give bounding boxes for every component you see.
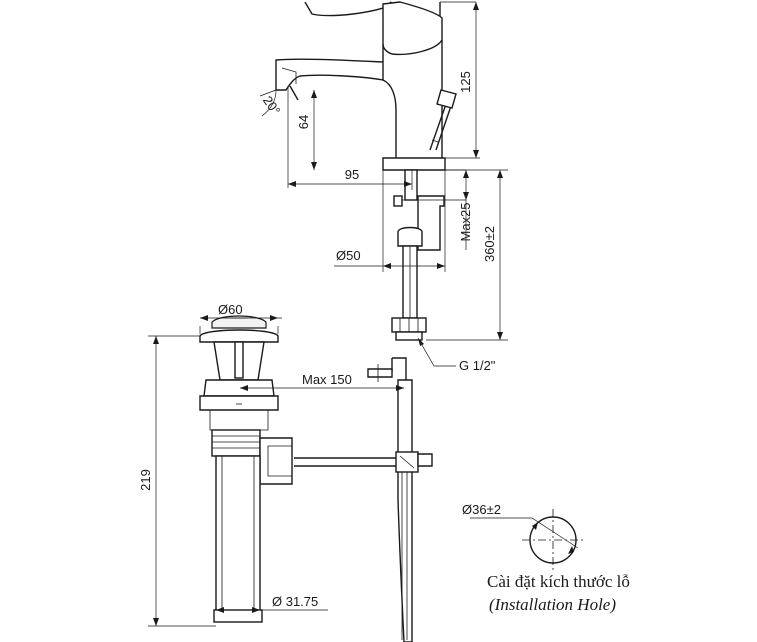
dim-spout-height: 125 <box>458 71 473 93</box>
dim-drain-height: 219 <box>138 469 153 491</box>
dim-rod-length: Max 150 <box>302 372 352 387</box>
dim-max-deck-thickness: Max25 <box>458 202 473 241</box>
caption-vietnamese: Cài đặt kích thước lỗ <box>487 572 630 591</box>
dim-hole-diameter: Ø36±2 <box>462 502 501 517</box>
faucet-body <box>275 1 457 171</box>
dim-base-diameter: Ø50 <box>336 248 361 263</box>
popup-rod <box>294 357 433 642</box>
underdeck-fittings <box>391 169 445 341</box>
dim-hose-length: 360±2 <box>482 226 497 262</box>
dim-spout-angle: 20° <box>260 93 284 118</box>
drain-assembly <box>199 315 293 623</box>
dim-drain-top-diameter: Ø60 <box>218 302 243 317</box>
dim-spout-reach: 95 <box>345 167 359 182</box>
dim-hose-connection: G 1/2" <box>459 358 496 373</box>
installation-hole-symbol <box>470 509 584 571</box>
caption-english: (Installation Hole) <box>489 595 616 614</box>
dimension-lines <box>148 1 508 627</box>
dim-drain-tail-diameter: Ø 31.75 <box>272 594 318 609</box>
dim-spout-outlet-height: 64 <box>296 115 311 129</box>
